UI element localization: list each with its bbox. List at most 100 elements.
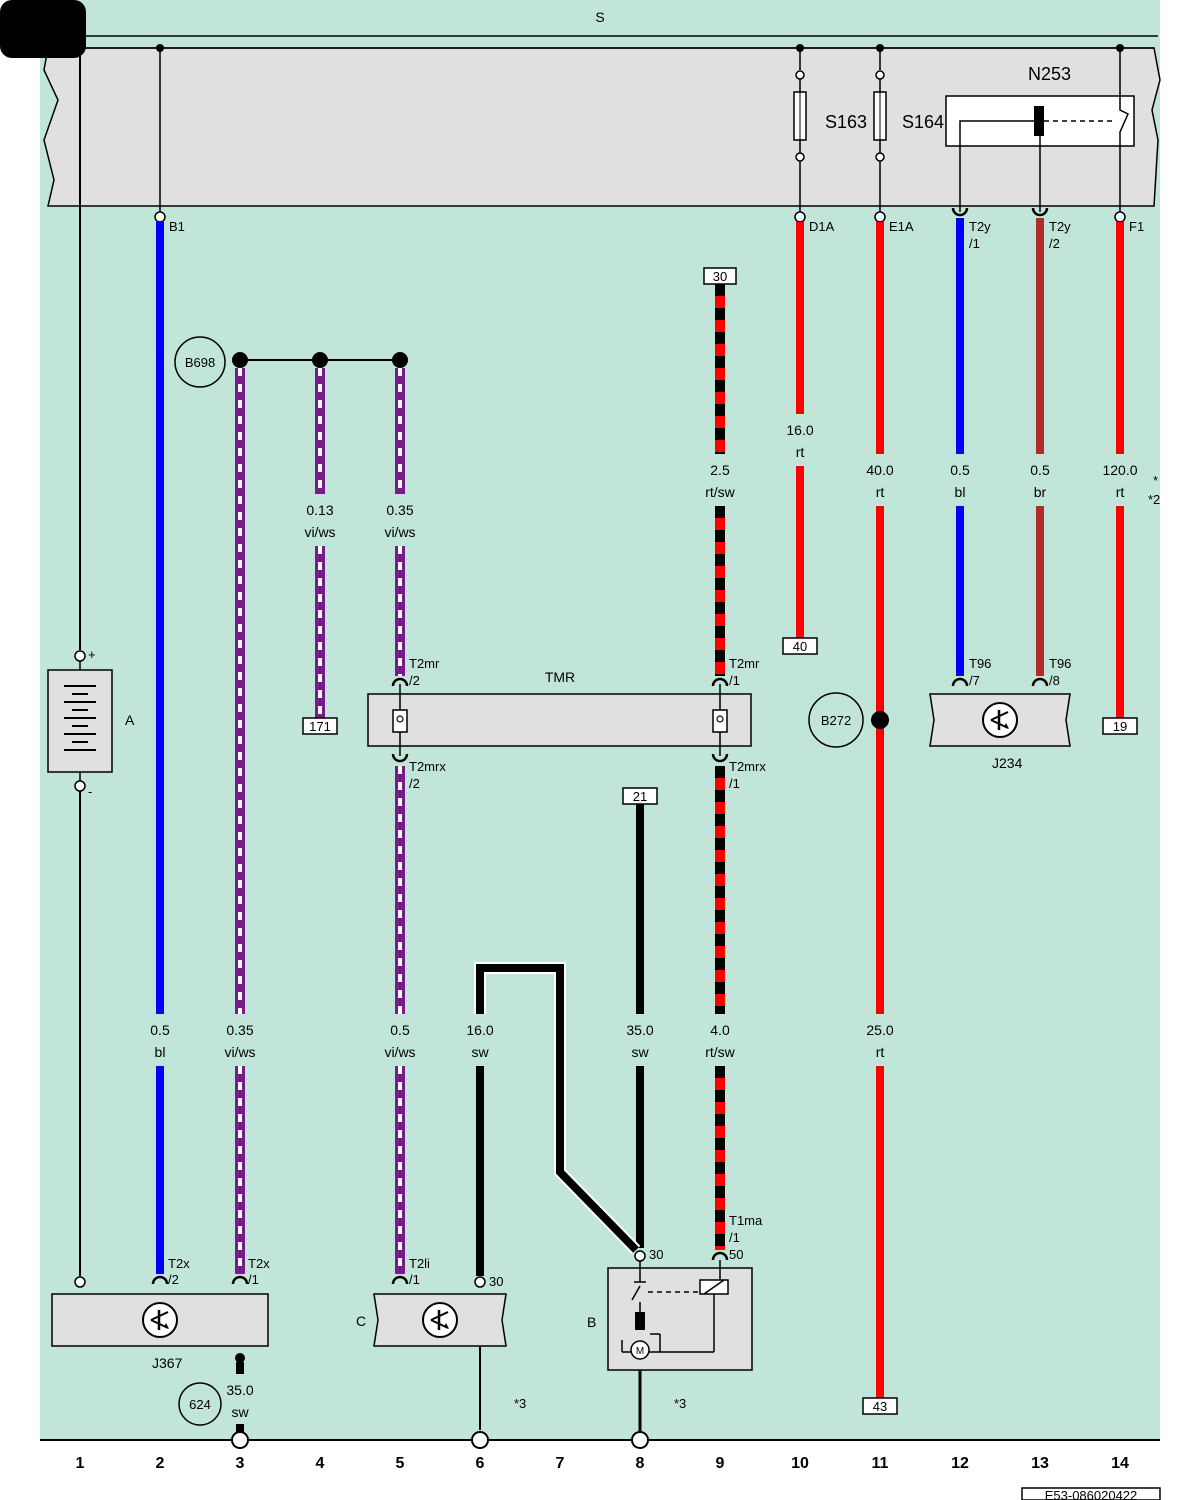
column-numbers: 1 2 3 4 5 6 7 8 9 10 11 12 13 14 [76,1455,1129,1472]
column-number: 13 [1031,1455,1049,1472]
pin-t2li1-b: /1 [409,1272,420,1287]
wire-col11-size: 25.0 [866,1022,893,1038]
splice-node-4 [312,352,328,368]
fuse-box-s [43,47,1161,207]
pin-t2mr1-a: T2mr [729,656,760,671]
wire-col14-size: 120.0 [1102,462,1137,478]
splice-node-5 [392,352,408,368]
pin-t2mrx1-b: /1 [729,776,740,791]
pin-t1ma1-a: T1ma [729,1213,763,1228]
ground-point-624 [178,1382,222,1426]
wire-col6-bend [476,964,639,1253]
relay-switch [1119,48,1129,136]
battery-minus: - [88,784,92,799]
wire-col3-size: 0.35 [226,1022,253,1038]
wire-col10-color: rt [796,444,805,460]
b-label: B [587,1314,596,1330]
column-number: 3 [236,1455,245,1472]
tmr-label: TMR [545,669,575,685]
ground-point-624-label: 624 [189,1397,211,1412]
column-number: 5 [396,1455,405,1472]
ref-box-171 [302,717,338,735]
wire-col12-size: 0.5 [950,462,970,478]
wire-col12-color: bl [955,484,966,500]
pin-t2li1-a: T2li [409,1256,430,1271]
b-pin-30 [634,1250,646,1262]
pin-t2mr1-b: /1 [729,673,740,688]
pin-d1a [794,211,806,223]
pin-d1a-label: D1A [809,219,835,234]
column-number: 7 [556,1455,565,1472]
column-number: 12 [951,1455,969,1472]
pin-t1ma1-b: /1 [729,1230,740,1245]
wire-col2-size: 0.5 [150,1022,170,1038]
wire-col9-size: 4.0 [710,1022,730,1038]
note-3a: *3 [514,1396,526,1411]
junction-col14 [1116,44,1124,52]
wire-col8-size: 35.0 [626,1022,653,1038]
column-number: 14 [1111,1455,1129,1472]
pin-t96-7-a: T96 [969,656,991,671]
wire-col5-color: vi/ws [384,1044,415,1060]
column-number: 6 [476,1455,485,1472]
splice-b272 [871,711,889,729]
wire-col11-top-size: 40.0 [866,462,893,478]
pin-t2mr2-a: T2mr [409,656,440,671]
pin-t2x1-b: /1 [248,1272,259,1287]
plug-j367-ground [235,1353,245,1363]
ground-node-8 [631,1431,649,1449]
column-number: 1 [76,1455,85,1472]
wire-col3-ground-color: sw [231,1404,249,1420]
starter-motor-icon [630,1340,650,1360]
pin-t2mrx2-a: T2mrx [409,759,446,774]
wire-col5-size: 0.5 [390,1022,410,1038]
relay-coil [1034,106,1044,136]
wire-col13-color: br [1034,484,1047,500]
fuse-s164-label: S164 [902,112,944,132]
column-number: 11 [872,1455,889,1472]
c-pin-30 [474,1276,486,1288]
pin-f1 [1114,211,1126,223]
c-label: C [356,1313,366,1329]
pin-t2y2-b: /2 [1049,236,1060,251]
j234-label: J234 [992,755,1023,771]
column-number: 4 [316,1455,325,1472]
tmr-module [367,693,752,747]
junction-col2 [156,44,164,52]
b-pin-50-label: 50 [729,1247,743,1262]
pin-t96-8-b: /8 [1049,673,1060,688]
note-2: *2 [1148,492,1160,507]
battery-label: A [125,712,135,728]
ref-171: 171 [309,719,331,734]
pin-f1-label: F1 [1129,219,1144,234]
wire-col9-top-color: rt/sw [705,484,735,500]
column-number: 8 [636,1455,645,1472]
starter-solenoid [635,1312,645,1330]
wire-col9-top-size: 2.5 [710,462,730,478]
ref-19: 19 [1113,719,1127,734]
j234-symbol-icon [981,701,1019,739]
note-3b: *3 [674,1396,686,1411]
wire-col6-color: sw [471,1044,489,1060]
pin-b1 [154,211,166,223]
pin-t2y2-a: T2y [1049,219,1071,234]
j367-label: J367 [152,1355,183,1371]
ref-43: 43 [873,1399,887,1414]
column-number: 9 [716,1455,725,1472]
wire-col14-color: rt [1116,484,1125,500]
black-tab [0,0,86,58]
starter-b [607,1267,753,1371]
pin-t2mrx1-a: T2mrx [729,759,766,774]
wire-col5-top-color: vi/ws [384,524,415,540]
b-pin-30-label: 30 [649,1247,663,1262]
starter-motor-m: M [636,1346,644,1357]
wire-col11-top-color: rt [876,484,885,500]
ground-node-3 [231,1431,249,1449]
tmr-contact-right [712,684,728,756]
ref-box-40 [782,637,818,655]
pin-e1a-label: E1A [889,219,914,234]
wire-col13-size: 0.5 [1030,462,1050,478]
c-pin-30-label: 30 [489,1274,503,1289]
wire-col5-top-size: 0.35 [386,502,413,518]
